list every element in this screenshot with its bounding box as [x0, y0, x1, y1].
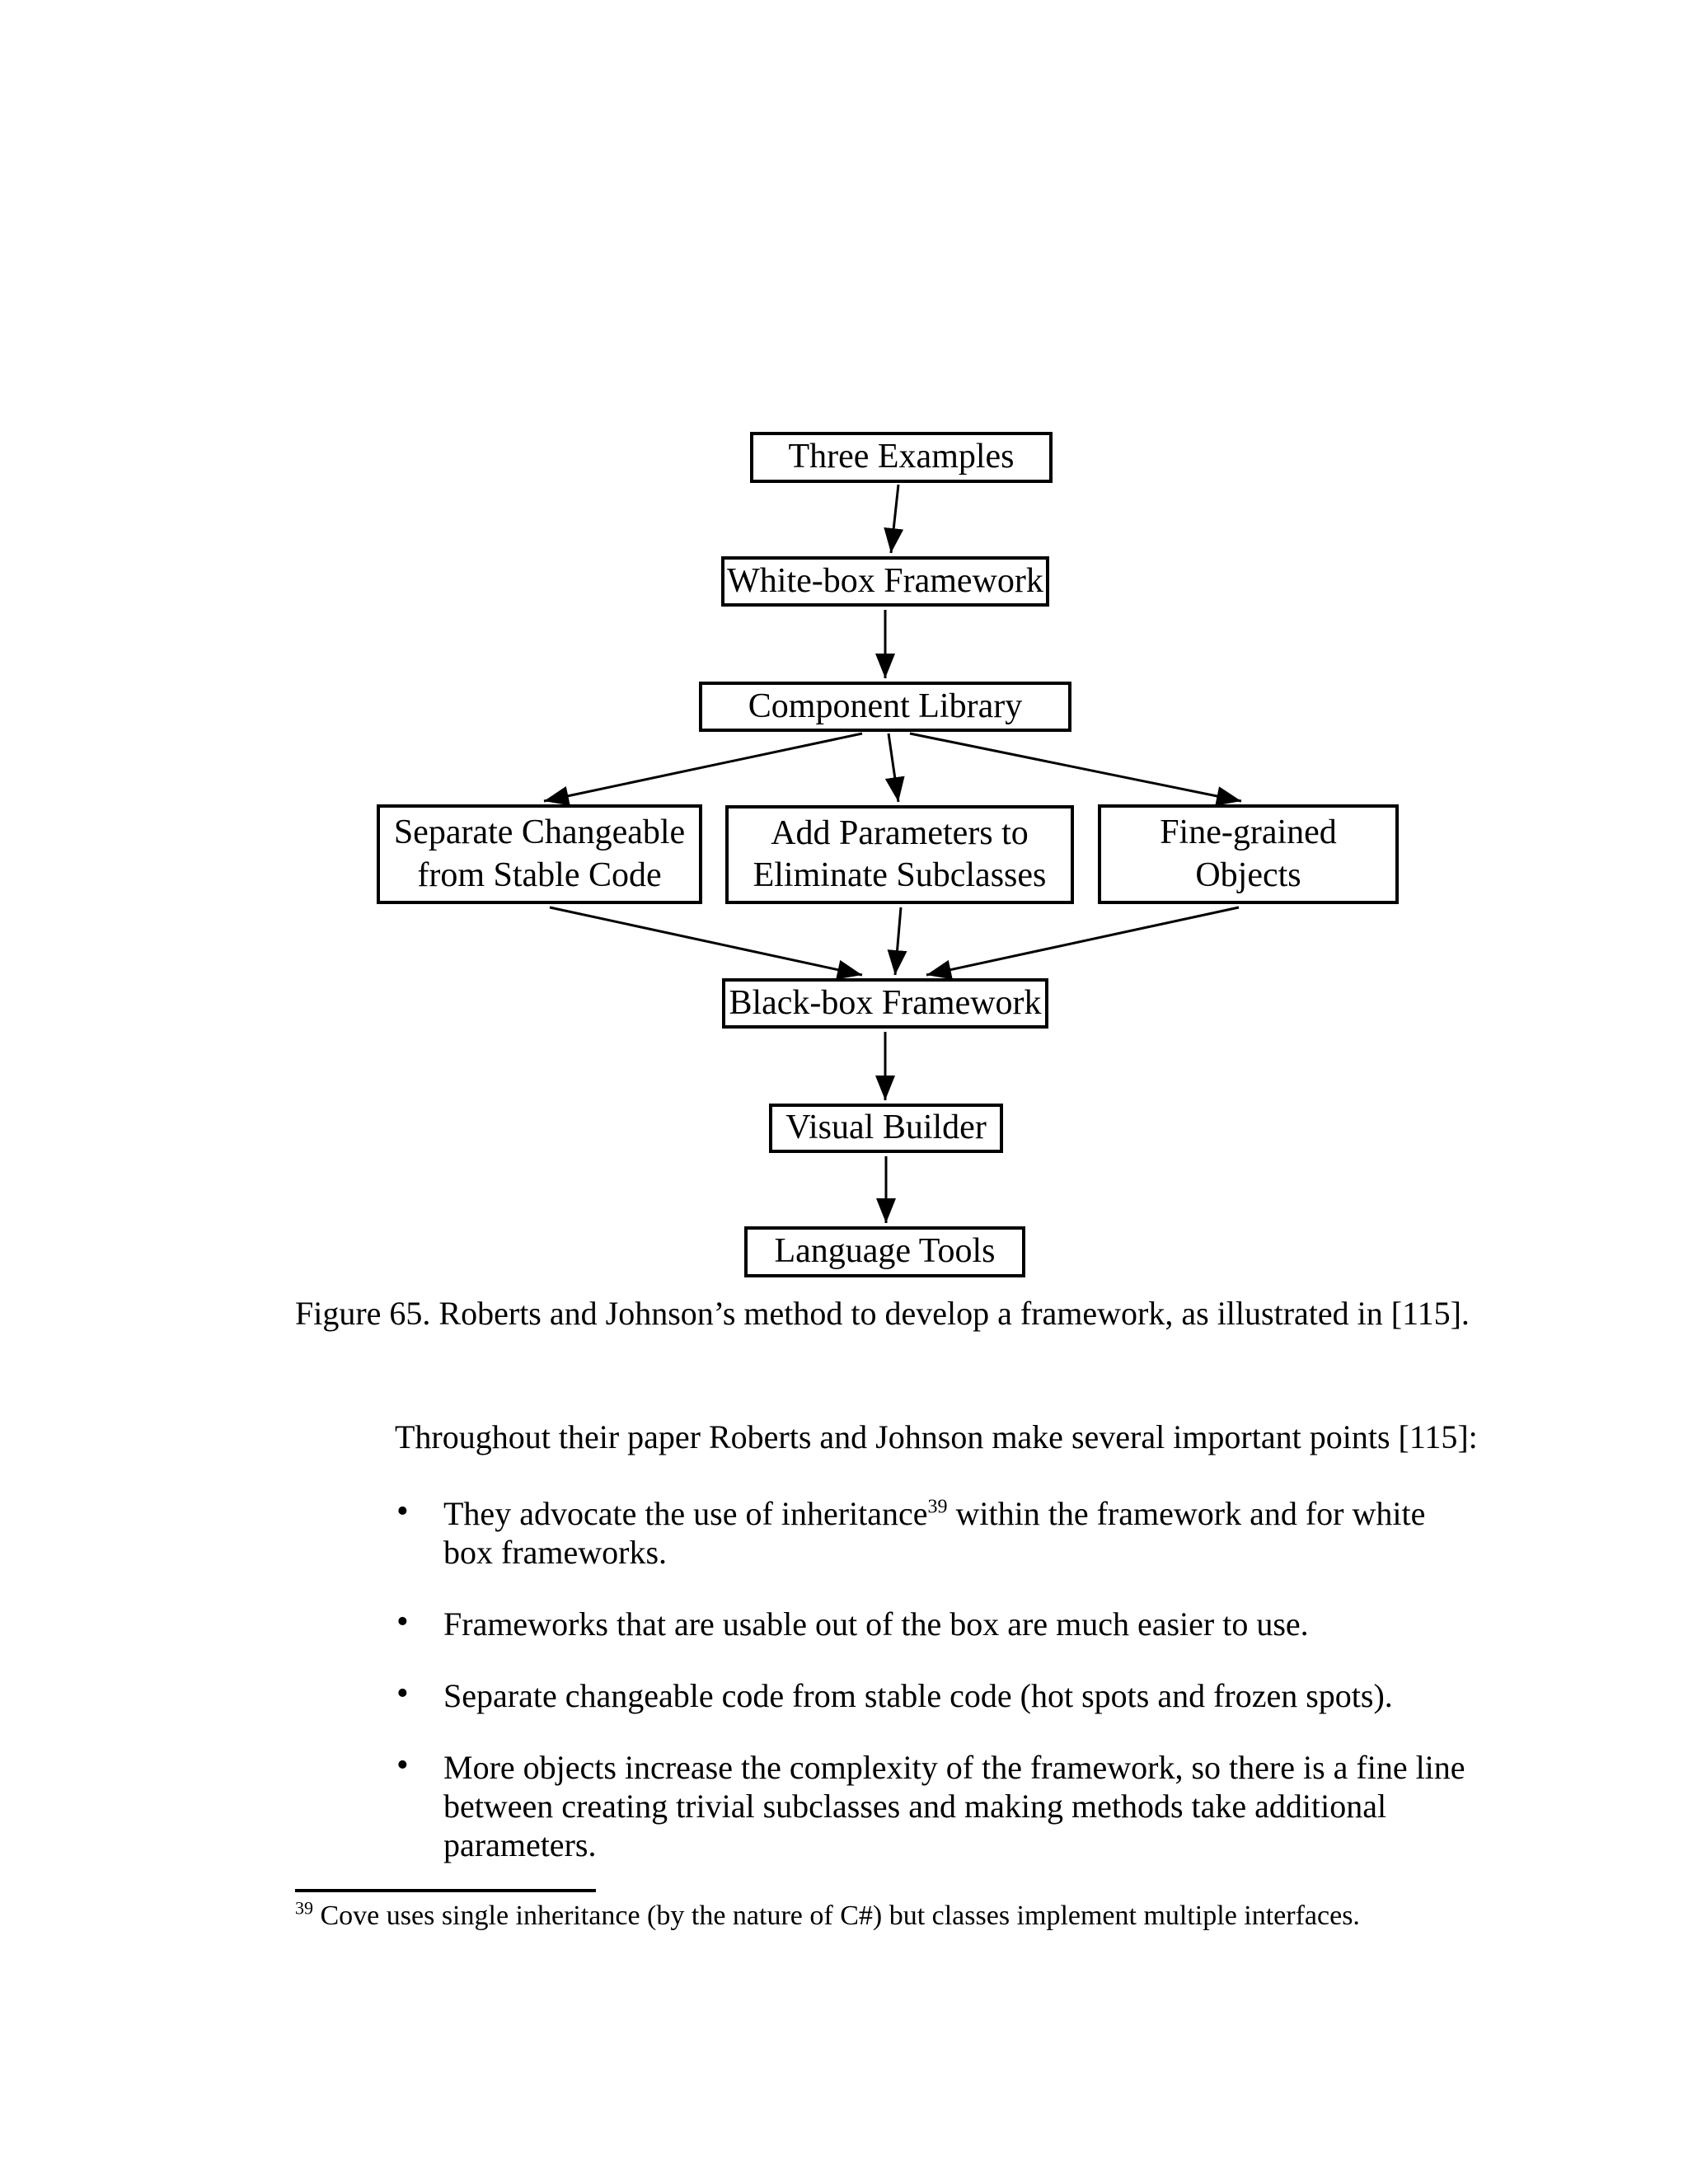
- bullet-item: • Frameworks that are usable out of the …: [396, 1603, 1540, 1643]
- flow-node-add-parameters: Add Parameters to Eliminate Subclasses: [725, 805, 1074, 904]
- flow-node-black-box-framework: Black-box Framework: [722, 978, 1048, 1029]
- bullet-item: • Separate changeable code from stable c…: [396, 1675, 1540, 1715]
- bullet-list: • They advocate the use of inheritance39…: [396, 1493, 1540, 1897]
- bullet-marker-icon: •: [396, 1746, 409, 1784]
- intro-paragraph: Throughout their paper Roberts and Johns…: [395, 1418, 1478, 1455]
- flow-node-language-tools: Language Tools: [744, 1226, 1025, 1277]
- bullet-line: Frameworks that are usable out of the bo…: [443, 1605, 1309, 1643]
- arrow-separate-changeable-to-black-box: [549, 906, 863, 980]
- arrow-component-library-to-fine-grained: [909, 732, 1242, 806]
- flow-node-label: Visual Builder: [785, 1108, 987, 1147]
- arrow-add-parameters-to-black-box: [887, 907, 907, 976]
- bullet-line: between creating trivial subclasses and …: [443, 1788, 1387, 1825]
- flow-node-label: Component Library: [748, 687, 1023, 725]
- footnote-separator: [295, 1889, 596, 1892]
- footnote-marker: 39: [295, 1897, 313, 1919]
- bullet-line: They advocate the use of inheritance39 w…: [443, 1495, 1426, 1532]
- footnote: 39 Cove uses single inheritance (by the …: [295, 1897, 1360, 1932]
- bullet-marker-icon: •: [396, 1493, 409, 1530]
- footnote-reference: 39: [927, 1496, 948, 1518]
- bullet-marker-icon: •: [396, 1603, 409, 1641]
- flow-node-label: Language Tools: [774, 1232, 996, 1271]
- flow-node-three-examples: Three Examples: [750, 432, 1053, 483]
- flow-node-visual-builder: Visual Builder: [769, 1104, 1003, 1153]
- arrow-three-examples-to-white-box: [884, 484, 904, 554]
- bullet-marker-icon: •: [396, 1675, 409, 1713]
- arrow-component-library-to-separate-changeable: [543, 732, 863, 806]
- arrow-fine-grained-to-black-box: [926, 906, 1240, 980]
- flow-node-fine-grained-objects: Fine-grained Objects: [1098, 804, 1399, 904]
- flow-node-label: Three Examples: [788, 438, 1015, 476]
- bullet-line: Separate changeable code from stable cod…: [443, 1677, 1393, 1714]
- flow-node-label: Add Parameters to Eliminate Subclasses: [753, 813, 1047, 894]
- flow-node-label: Separate Changeable from Stable Code: [393, 813, 686, 894]
- flow-node-label: Black-box Framework: [729, 983, 1042, 1022]
- footnote-text: Cove uses single inheritance (by the nat…: [313, 1900, 1360, 1931]
- flow-node-label: White-box Framework: [727, 561, 1043, 600]
- bullet-line: More objects increase the complexity of …: [443, 1749, 1465, 1786]
- bullet-item: • More objects increase the complexity o…: [396, 1746, 1540, 1864]
- arrow-component-library-to-add-parameters: [884, 733, 905, 803]
- flow-node-label: Fine-grained Objects: [1160, 813, 1337, 894]
- bullet-item: • They advocate the use of inheritance39…: [396, 1493, 1540, 1572]
- flow-node-white-box-framework: White-box Framework: [721, 556, 1049, 607]
- figure-caption: Figure 65. Roberts and Johnson’s method …: [295, 1295, 1470, 1332]
- bullet-line: parameters.: [443, 1826, 597, 1863]
- bullet-line: box frameworks.: [443, 1534, 668, 1571]
- flow-node-separate-changeable: Separate Changeable from Stable Code: [377, 804, 702, 904]
- flow-node-component-library: Component Library: [699, 682, 1071, 732]
